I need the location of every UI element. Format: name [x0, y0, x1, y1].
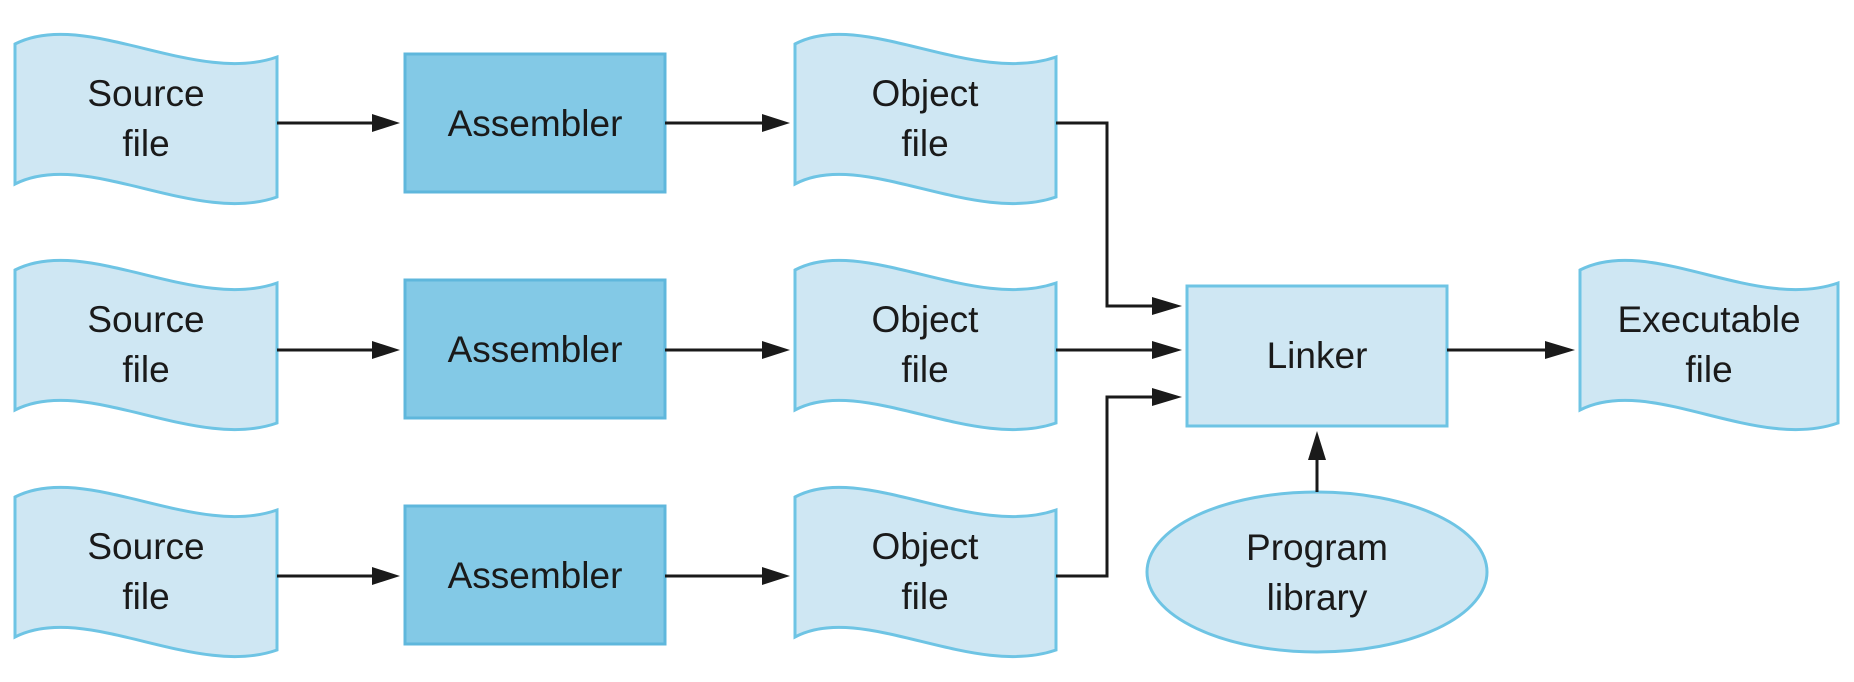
executable-file-shape [1578, 258, 1840, 432]
object-file-3: Object file [793, 485, 1058, 659]
source-file-1-label-line2: file [122, 123, 169, 164]
source-file-3-shape [13, 485, 279, 659]
source-file-2-label-line2: file [122, 349, 169, 390]
assembler-3: Assembler [403, 504, 667, 646]
object-file-3-label-line1: Object [872, 526, 980, 567]
source-file-3-label-line2: file [122, 576, 169, 617]
arrow-object1-to-linker [1056, 121, 1152, 308]
arrow-object3-to-linker [1056, 395, 1152, 578]
source-file-2-label-line1: Source [87, 299, 204, 340]
program-library: Program library [1145, 490, 1489, 654]
arrowhead-assembler3 [372, 567, 400, 585]
linker-box [1185, 284, 1449, 428]
arrowhead-object3 [762, 567, 790, 585]
object-file-3-shape [793, 485, 1058, 659]
source-file-3: Source file [13, 485, 279, 659]
arrowhead-object1 [762, 114, 790, 132]
arrowhead-object2 [762, 341, 790, 359]
executable-file-label-line1: Executable [1617, 299, 1800, 340]
linker-label: Linker [1267, 335, 1368, 376]
assembler-2-label: Assembler [448, 329, 623, 370]
assembler-2: Assembler [403, 278, 667, 420]
executable-file-label-line2: file [1685, 349, 1732, 390]
source-file-2: Source file [13, 258, 279, 432]
arrowhead-assembler2 [372, 341, 400, 359]
object-file-1-label-line1: Object [872, 73, 980, 114]
arrowhead-linker-top [1152, 297, 1182, 315]
assembler-1: Assembler [403, 52, 667, 194]
assembler-3-box [403, 504, 667, 646]
arrowhead-assembler1 [372, 114, 400, 132]
source-file-1: Source file [13, 32, 279, 206]
assembler-1-label: Assembler [448, 103, 623, 144]
object-file-2: Object file [793, 258, 1058, 432]
program-library-ellipse [1145, 490, 1489, 654]
executable-file: Executable file [1578, 258, 1840, 432]
arrowhead-linker-from-library [1308, 431, 1326, 460]
arrowhead-linker-bottom [1152, 388, 1182, 406]
object-file-2-shape [793, 258, 1058, 432]
arrowhead-linker-middle [1152, 341, 1182, 359]
object-file-2-label-line1: Object [872, 299, 980, 340]
program-library-label-line2: library [1267, 577, 1368, 618]
source-file-2-shape [13, 258, 279, 432]
assembler-3-label: Assembler [448, 555, 623, 596]
program-library-label-line1: Program [1246, 527, 1388, 568]
arrowhead-executable [1545, 341, 1575, 359]
object-file-1: Object file [793, 32, 1058, 206]
object-file-1-shape [793, 32, 1058, 206]
object-file-1-label-line2: file [901, 123, 948, 164]
linker: Linker [1185, 284, 1449, 428]
source-file-3-label-line1: Source [87, 526, 204, 567]
object-file-2-label-line2: file [901, 349, 948, 390]
source-file-1-shape [13, 32, 279, 206]
assembler-1-box [403, 52, 667, 194]
source-file-1-label-line1: Source [87, 73, 204, 114]
assembler-2-box [403, 278, 667, 420]
object-file-3-label-line2: file [901, 576, 948, 617]
